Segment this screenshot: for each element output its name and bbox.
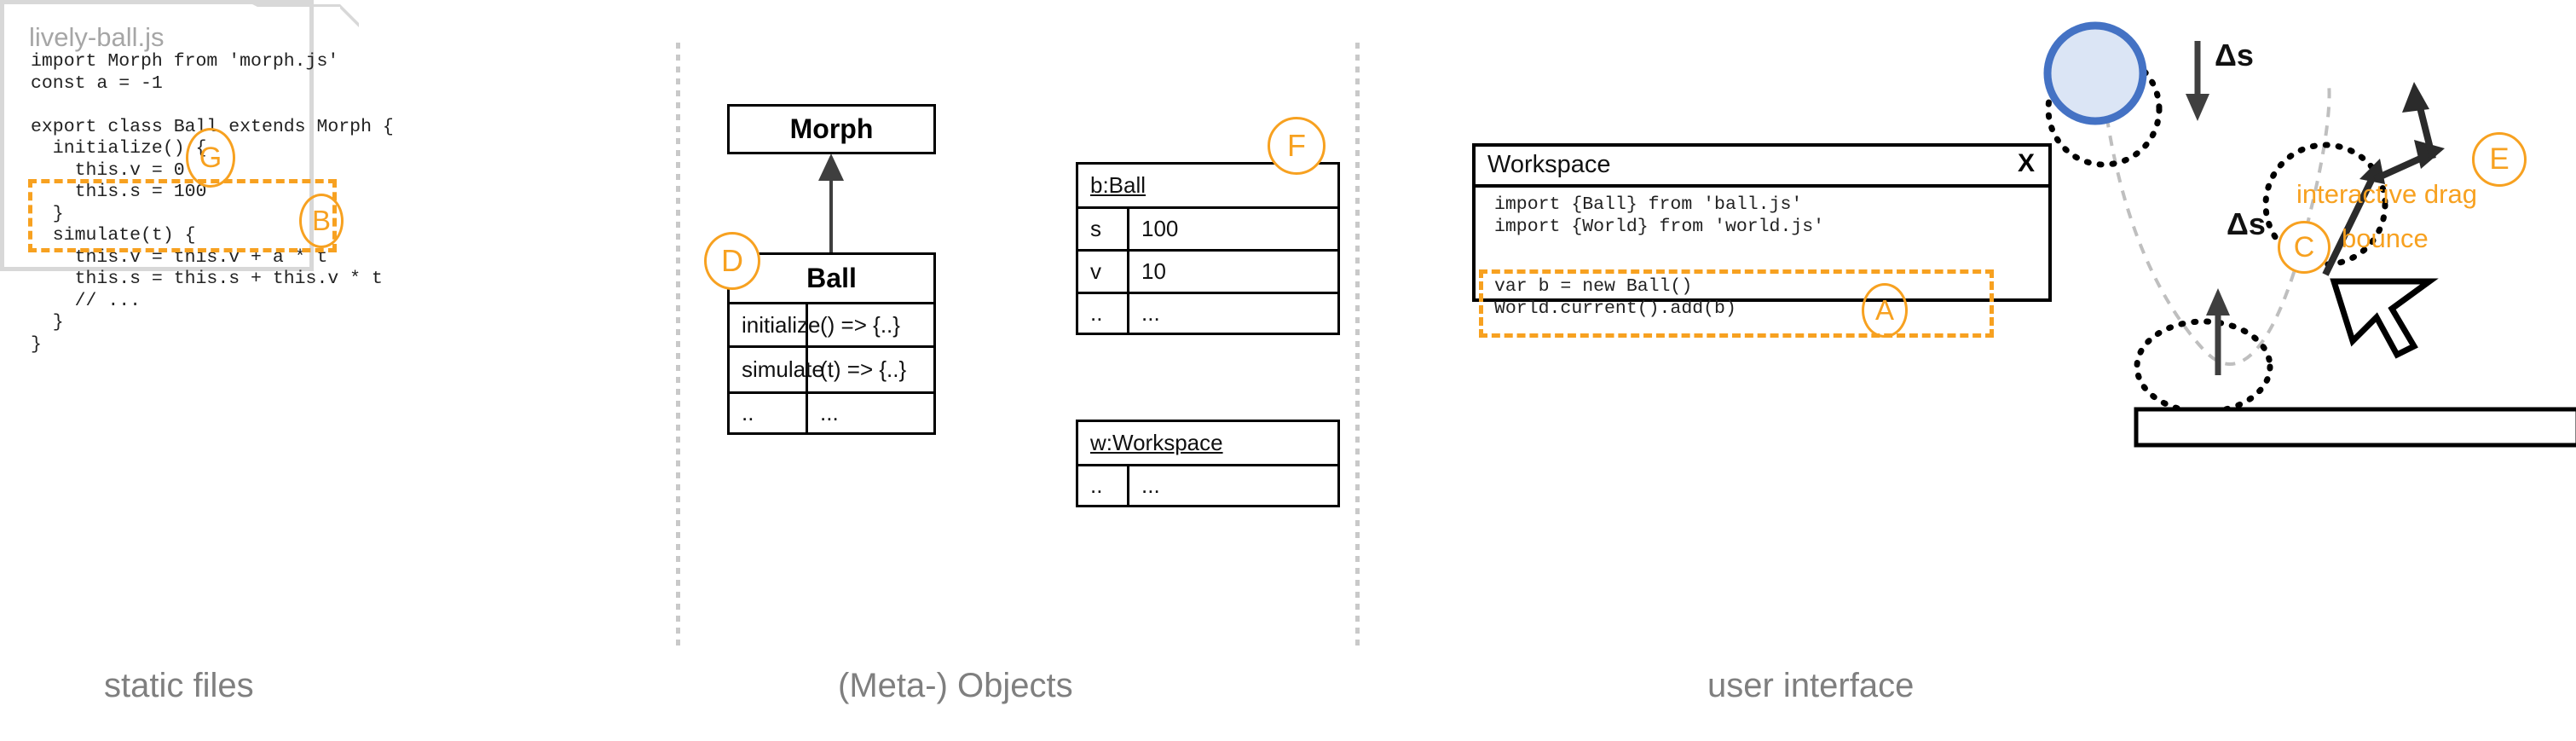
workspace-title: Workspace [1487,151,1611,178]
object-w-workspace-header: w:Workspace [1076,420,1340,466]
workspace-statements-code[interactable]: var b = new Ball() World.current().add(b… [1494,276,1736,319]
ball-simulation-scene [2043,21,2576,448]
interactive-drag-label: interactive drag [2296,179,2477,209]
object-value: 100 [1141,216,1179,241]
uml-class-ball-header: Ball [727,252,936,302]
uml-row-simulate: simulate (t) => {..} [727,348,936,394]
object-row-v: v 10 [1076,252,1340,294]
workspace-titlebar[interactable]: Workspace X [1476,147,2048,188]
marker-a: A [1862,283,1908,338]
file-fold-corner [2505,0,2576,71]
uml-member-name: initialize [730,304,821,345]
object-row-s: s 100 [1076,209,1340,252]
uml-member-name: .. [730,394,808,432]
close-icon[interactable]: X [2017,149,2035,177]
uml-class-morph-title: Morph [789,113,874,144]
object-value: ... [1141,300,1160,326]
marker-g: G [186,128,235,188]
object-row-more: .. ... [1076,466,1340,507]
workspace-imports-code[interactable]: import {Ball} from 'ball.js' import {Wor… [1494,194,1825,237]
marker-f: F [1268,117,1326,175]
object-title: b:Ball [1090,172,1146,198]
delta-s-top-label: Δs [2215,38,2254,72]
object-key: .. [1078,294,1129,333]
object-row-more: .. ... [1076,294,1340,335]
object-key: v [1078,252,1129,292]
object-value: 10 [1141,258,1166,284]
delta-s-bottom-label: Δs [2227,206,2266,241]
inheritance-arrow-icon [818,153,844,254]
uml-member-signature: (t) => {..} [820,356,907,382]
file-fold-line-icon [252,4,359,27]
caption-meta-objects: (Meta-) Objects [838,667,1073,704]
uml-member-name: simulate [730,348,824,391]
column-divider-2 [1355,43,1360,650]
uml-member-signature: ... [820,400,839,425]
highlight-box-b [28,179,337,252]
object-title: w:Workspace [1090,430,1223,455]
bounce-label: bounce [2342,223,2429,253]
marker-c: C [2278,221,2331,274]
uml-class-morph: Morph [727,104,936,154]
file-card-body [0,0,314,271]
marker-b: B [299,194,344,248]
uml-row-initialize: initialize () => {..} [727,302,936,348]
caption-user-interface: user interface [1707,667,1915,704]
column-divider-1 [676,43,680,650]
file-name-label: lively-ball.js [29,22,165,52]
file-card: lively-ball.js import Morph from 'morph.… [0,0,2576,355]
workspace-window[interactable]: Workspace X import {Ball} from 'ball.js'… [1472,143,2052,319]
uml-member-signature: () => {..} [820,311,900,338]
highlight-box-a [1479,269,1994,338]
uml-class-ball-title: Ball [806,263,857,293]
marker-e: E [2472,132,2527,187]
object-key: s [1078,209,1129,249]
file-source-code: import Morph from 'morph.js' const a = -… [31,51,394,355]
marker-d: D [704,232,760,290]
object-value: ... [1141,472,1160,498]
object-key: .. [1078,466,1129,505]
caption-static-files: static files [104,667,254,704]
uml-row-more: .. ... [727,394,936,435]
